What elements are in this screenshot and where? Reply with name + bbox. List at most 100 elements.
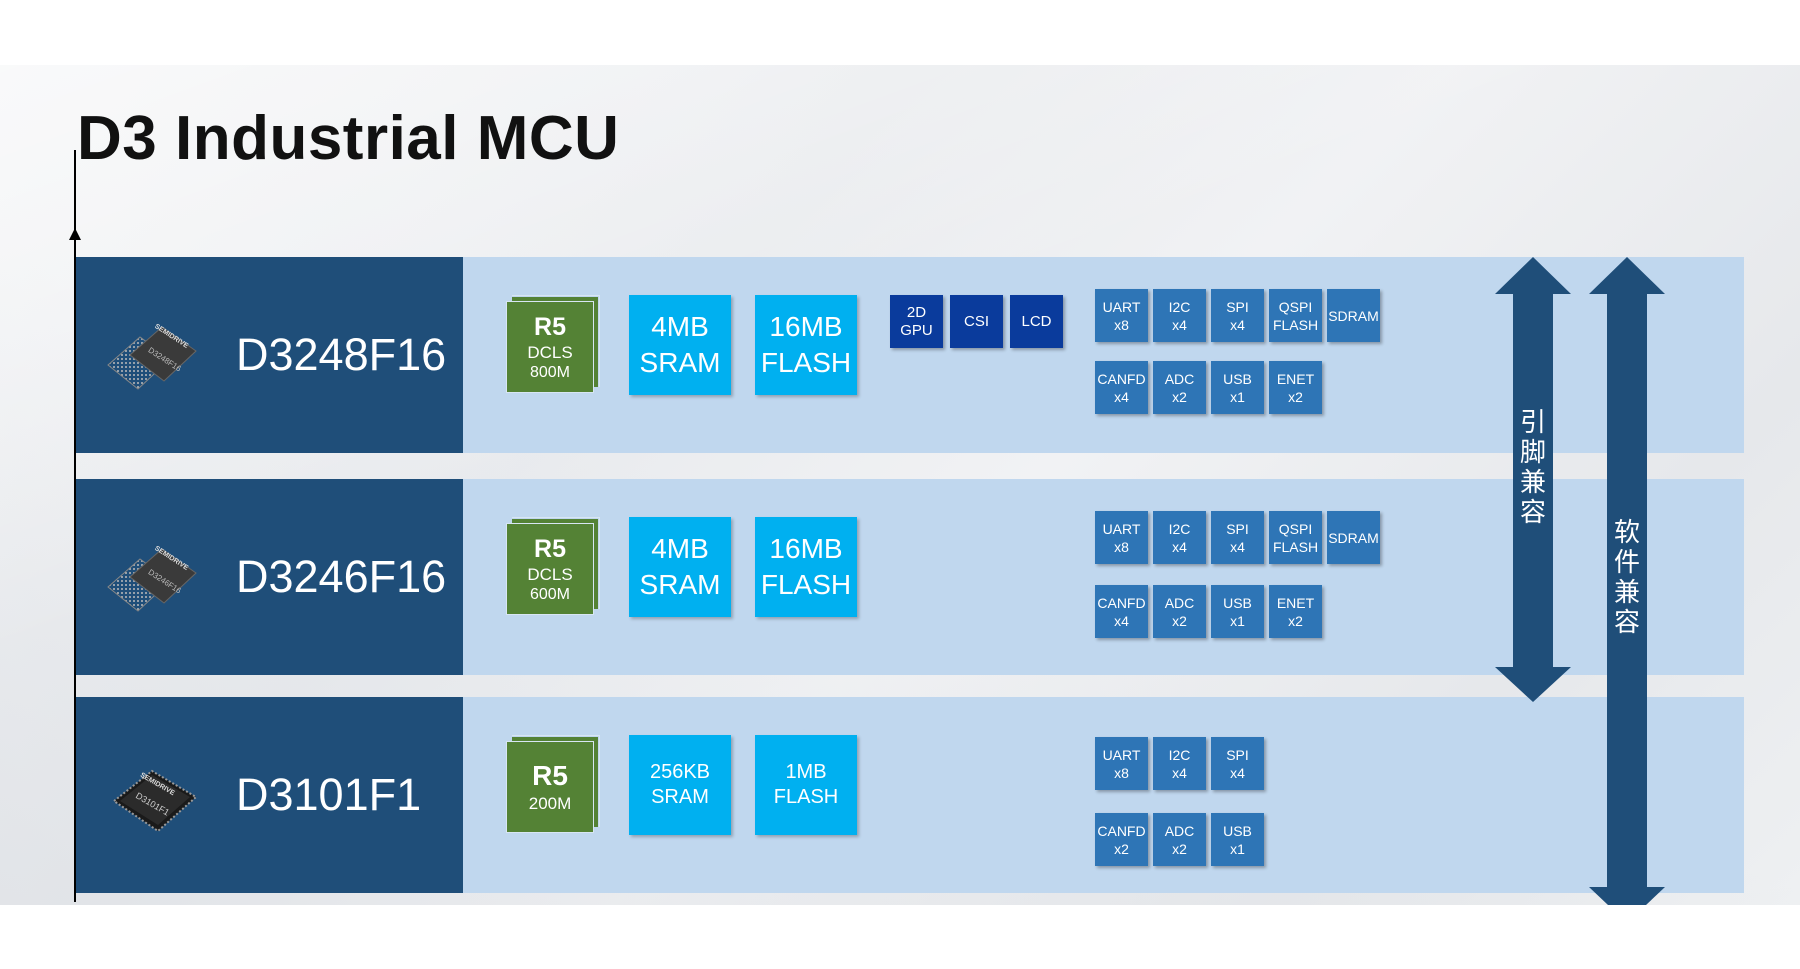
chip-icon: SEMIDRIVE D3101F1 [100,757,198,833]
peripheral-block-line-2: x8 [1114,316,1129,333]
cpu-block-line-1: R5 [534,535,566,563]
peripheral-block-line-1: SDRAM [1328,529,1379,546]
peripheral-block-line-1: I2C [1168,746,1191,763]
peripheral-block-line-2: x1 [1230,840,1245,857]
peripheral-block-line-1: UART [1102,746,1141,763]
sram-block: 4MB SRAM [629,295,731,395]
peripheral-block-line-2: x8 [1114,538,1129,555]
chip-icon: SEMIDRIVE D3246F16 [100,539,197,612]
peripheral-block-line-1: ADC [1164,822,1195,839]
peripheral-block-line-1: USB [1223,822,1252,839]
slide: D3 Industrial MCU SEMIDRIVE D3248F16 D32… [0,65,1800,905]
peripheral-block: SDRAM [1327,511,1380,564]
peripheral-block-line-2: x4 [1172,538,1187,555]
sram-block: 4MB SRAM [629,517,731,617]
peripheral-block-line-2: x8 [1114,764,1129,781]
flash-block-line-1: 16MB [769,533,843,564]
peripheral-block-line-2: x4 [1114,612,1129,629]
graphics-block: LCD [1010,295,1063,348]
product-label-panel: SEMIDRIVE D3246F16 D3246F16 [76,479,463,675]
peripheral-block-line-2: x4 [1230,538,1245,555]
peripheral-block-line-1: UART [1102,298,1141,315]
peripheral-block-line-1: I2C [1168,298,1191,315]
peripheral-block-line-2: x1 [1230,388,1245,405]
product-label-panel: SEMIDRIVE D3248F16 D3248F16 [76,257,463,453]
peripheral-block-line-1: UART [1102,520,1141,537]
product-name: D3248F16 [236,329,447,380]
product-label-panel: SEMIDRIVE D3101F1 D3101F1 [76,697,463,893]
flash-block: 1MB FLASH [755,735,857,835]
peripheral-block-line-2: x2 [1114,840,1129,857]
product-row-d3246f16: SEMIDRIVE D3246F16 D3246F16 [76,479,1744,675]
sram-block-line-2: SRAM [639,569,721,600]
sram-block-line-2: SRAM [639,347,721,378]
peripheral-block-line-1: CANFD [1097,822,1146,839]
pin-compat-label: 引脚兼容 [1519,407,1546,527]
chip-icon: SEMIDRIVE D3248F16 [100,317,197,390]
product-name: D3246F16 [236,551,447,602]
sram-block: 256KB SRAM [629,735,731,835]
graphics-block-line-1: CSI [963,312,989,330]
cpu-block-line-2: DCLS [527,343,573,362]
peripheral-block-line-1: ENET [1276,370,1315,387]
cpu-block-line-3: 800M [529,364,571,381]
peripheral-block-line-1: CANFD [1097,594,1146,611]
sram-block-line-1: 4MB [651,533,709,564]
peripheral-block-line-1: ENET [1276,594,1315,611]
cpu-block-line-2: 200M [528,794,572,813]
peripheral-block-line-2: x2 [1172,388,1187,405]
peripheral-block-line-2: x1 [1230,612,1245,629]
cpu-block-line-1: R5 [534,313,566,341]
peripheral-block-line-2: x4 [1230,764,1245,781]
peripheral-block-line-2: x2 [1172,840,1187,857]
product-row-d3101f1: SEMIDRIVE D3101F1 D3101F1 [76,697,1744,893]
peripheral-block-line-2: x2 [1288,612,1303,629]
peripheral-block-line-1: SDRAM [1328,307,1379,324]
sram-block-line-1: 256KB [649,761,711,783]
peripheral-block-line-1: SPI [1226,746,1249,763]
flash-block-line-2: FLASH [760,569,852,600]
cpu-block-line-2: DCLS [527,565,573,584]
flash-block-line-2: FLASH [773,786,839,808]
flash-block-line-2: FLASH [760,347,852,378]
peripheral-block-line-2: x4 [1114,388,1129,405]
sram-block-line-2: SRAM [651,786,709,808]
peripheral-block-line-1: CANFD [1097,370,1146,387]
product-row-d3248f16: SEMIDRIVE D3248F16 D3248F16 [76,257,1744,453]
peripheral-block-line-2: FLASH [1272,538,1319,555]
peripheral-block-line-1: SPI [1226,520,1249,537]
sram-block-line-1: 4MB [651,311,709,342]
product-name: D3101F1 [236,769,422,820]
page-title: D3 Industrial MCU [77,104,620,173]
peripheral-block-line-2: x2 [1172,612,1187,629]
peripheral-block-line-1: ADC [1164,594,1195,611]
flash-block-line-1: 1MB [785,761,827,783]
graphics-block-line-2: GPU [900,321,933,339]
peripheral-block-line-1: QSPI [1278,520,1313,537]
